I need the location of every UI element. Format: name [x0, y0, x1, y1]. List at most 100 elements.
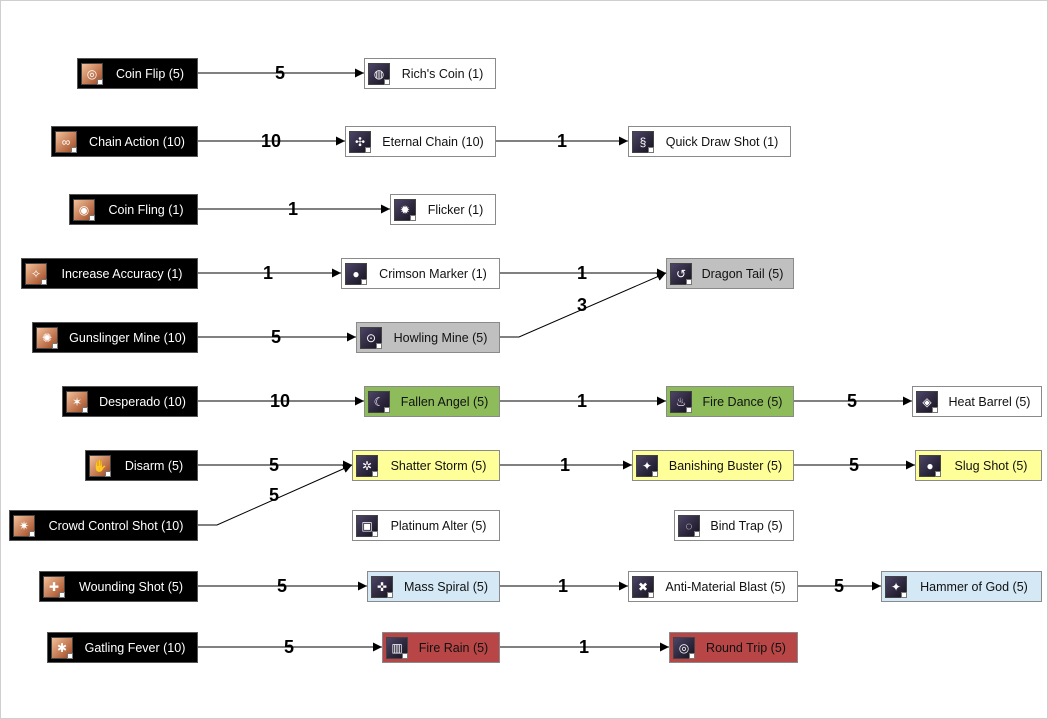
node-label: Chain Action (10) [89, 134, 185, 149]
round-trip-icon: ◎ [673, 636, 695, 659]
accuracy-icon: ✧ [25, 262, 47, 285]
node-wounding-shot[interactable]: ✚Wounding Shot (5) [39, 571, 198, 602]
node-label: Heat Barrel (5) [948, 394, 1031, 409]
edge-label: 1 [560, 455, 570, 475]
node-increase-accuracy[interactable]: ✧ Increase Accuracy (1) [21, 258, 198, 289]
crimson-marker-icon: ● [345, 262, 367, 285]
hammer-of-god-icon: ✦ [885, 575, 907, 598]
node-label: Disarm (5) [124, 458, 184, 473]
node-label: Crimson Marker (1) [379, 266, 487, 281]
node-label: Platinum Alter (5) [390, 518, 487, 533]
node-coin-flip[interactable]: ◎Coin Flip (5) [77, 58, 198, 89]
node-quick-draw-shot[interactable]: § Quick Draw Shot (1) [628, 126, 791, 157]
node-chain-action[interactable]: ∞ Chain Action (10) [51, 126, 198, 157]
node-gatling-fever[interactable]: ✱ Gatling Fever (10) [47, 632, 198, 663]
node-label: Gatling Fever (10) [84, 640, 186, 655]
node-label: Eternal Chain (10) [382, 134, 484, 149]
node-round-trip[interactable]: ◎ Round Trip (5) [669, 632, 798, 663]
node-label: Quick Draw Shot (1) [665, 134, 779, 149]
chain-action-icon: ∞ [55, 130, 77, 153]
quick-draw-icon: § [632, 130, 654, 153]
node-label: Flicker (1) [427, 202, 484, 217]
node-fire-rain[interactable]: ▥Fire Rain (5) [382, 632, 500, 663]
edge-label: 1 [263, 263, 273, 283]
edge-crowd-control-shot-to-shatter-storm [198, 464, 353, 526]
edge-label: 10 [270, 391, 290, 411]
bind-trap-icon: ◌ [678, 514, 700, 537]
node-coin-fling[interactable]: ◉Coin Fling (1) [69, 194, 198, 225]
node-platinum-alter[interactable]: ▣Platinum Alter (5) [352, 510, 500, 541]
node-label: Hammer of God (5) [920, 579, 1028, 594]
node-eternal-chain[interactable]: ✣ Eternal Chain (10) [345, 126, 496, 157]
fire-rain-icon: ▥ [386, 636, 408, 659]
node-label: Slug Shot (5) [954, 458, 1028, 473]
node-fire-dance[interactable]: ♨ Fire Dance (5) [666, 386, 794, 417]
anti-material-icon: ✖ [632, 575, 654, 598]
edge-label: 1 [577, 391, 587, 411]
slug-shot-icon: ● [919, 454, 941, 477]
node-dragon-tail[interactable]: ↺ Dragon Tail (5) [666, 258, 794, 289]
gatling-fever-icon: ✱ [51, 636, 73, 659]
eternal-chain-icon: ✣ [349, 130, 371, 153]
fire-dance-icon: ♨ [670, 390, 692, 413]
gunslinger-mine-icon: ✺ [36, 326, 58, 349]
flicker-icon: ✹ [394, 198, 416, 221]
mass-spiral-icon: ✜ [371, 575, 393, 598]
node-label: Mass Spiral (5) [403, 579, 489, 594]
node-label: Bind Trap (5) [710, 518, 783, 533]
shatter-storm-icon: ✲ [356, 454, 378, 477]
coin-fling-icon: ◉ [73, 198, 95, 221]
edge-label: 3 [577, 295, 587, 315]
node-howling-mine[interactable]: ⊙ Howling Mine (5) [356, 322, 500, 353]
node-richs-coin[interactable]: ◍ Rich's Coin (1) [364, 58, 496, 89]
node-gunslinger-mine[interactable]: ✺ Gunslinger Mine (10) [32, 322, 198, 353]
node-label: Rich's Coin (1) [401, 66, 484, 81]
edge-label: 5 [849, 455, 859, 475]
howling-mine-icon: ⊙ [360, 326, 382, 349]
node-label: Anti-Material Blast (5) [665, 579, 786, 594]
node-label: Dragon Tail (5) [701, 266, 784, 281]
edge-howling-mine-to-dragon-tail [500, 272, 667, 338]
edge-label: 1 [579, 637, 589, 657]
node-heat-barrel[interactable]: ◈ Heat Barrel (5) [912, 386, 1042, 417]
node-crimson-marker[interactable]: ● Crimson Marker (1) [341, 258, 500, 289]
node-mass-spiral[interactable]: ✜ Mass Spiral (5) [367, 571, 500, 602]
banishing-buster-icon: ✦ [636, 454, 658, 477]
node-label: Shatter Storm (5) [390, 458, 487, 473]
node-fallen-angel[interactable]: ☾ Fallen Angel (5) [364, 386, 500, 417]
node-disarm[interactable]: ✋ Disarm (5) [85, 450, 198, 481]
disarm-icon: ✋ [89, 454, 111, 477]
node-shatter-storm[interactable]: ✲ Shatter Storm (5) [352, 450, 500, 481]
node-anti-material-blast[interactable]: ✖ Anti-Material Blast (5) [628, 571, 798, 602]
crowd-control-icon: ✷ [13, 514, 35, 537]
dragon-tail-icon: ↺ [670, 262, 692, 285]
node-hammer-of-god[interactable]: ✦ Hammer of God (5) [881, 571, 1042, 602]
node-label: Fire Dance (5) [702, 394, 783, 409]
node-bind-trap[interactable]: ◌ Bind Trap (5) [674, 510, 794, 541]
node-label: Wounding Shot (5) [79, 579, 183, 594]
coin-bag-icon: ◍ [368, 62, 390, 85]
node-desperado[interactable]: ✶Desperado (10) [62, 386, 198, 417]
edge-label: 1 [577, 263, 587, 283]
edge-label: 5 [277, 576, 287, 596]
edge-label: 1 [288, 199, 298, 219]
edge-label: 5 [269, 455, 279, 475]
node-label: Gunslinger Mine (10) [69, 330, 186, 345]
node-slug-shot[interactable]: ● Slug Shot (5) [915, 450, 1042, 481]
edge-label: 10 [261, 131, 281, 151]
node-label: Desperado (10) [99, 394, 186, 409]
node-label: Fallen Angel (5) [400, 394, 489, 409]
node-banishing-buster[interactable]: ✦Banishing Buster (5) [632, 450, 794, 481]
edge-label: 5 [275, 63, 285, 83]
edge-label: 1 [557, 131, 567, 151]
node-label: Increase Accuracy (1) [61, 266, 183, 281]
fallen-angel-icon: ☾ [368, 390, 390, 413]
node-label: Round Trip (5) [706, 640, 786, 655]
heat-barrel-icon: ◈ [916, 390, 938, 413]
node-flicker[interactable]: ✹ Flicker (1) [390, 194, 496, 225]
edge-label: 5 [284, 637, 294, 657]
node-label: Crowd Control Shot (10) [48, 518, 184, 533]
node-label: Howling Mine (5) [393, 330, 488, 345]
node-crowd-control-shot[interactable]: ✷ Crowd Control Shot (10) [9, 510, 198, 541]
